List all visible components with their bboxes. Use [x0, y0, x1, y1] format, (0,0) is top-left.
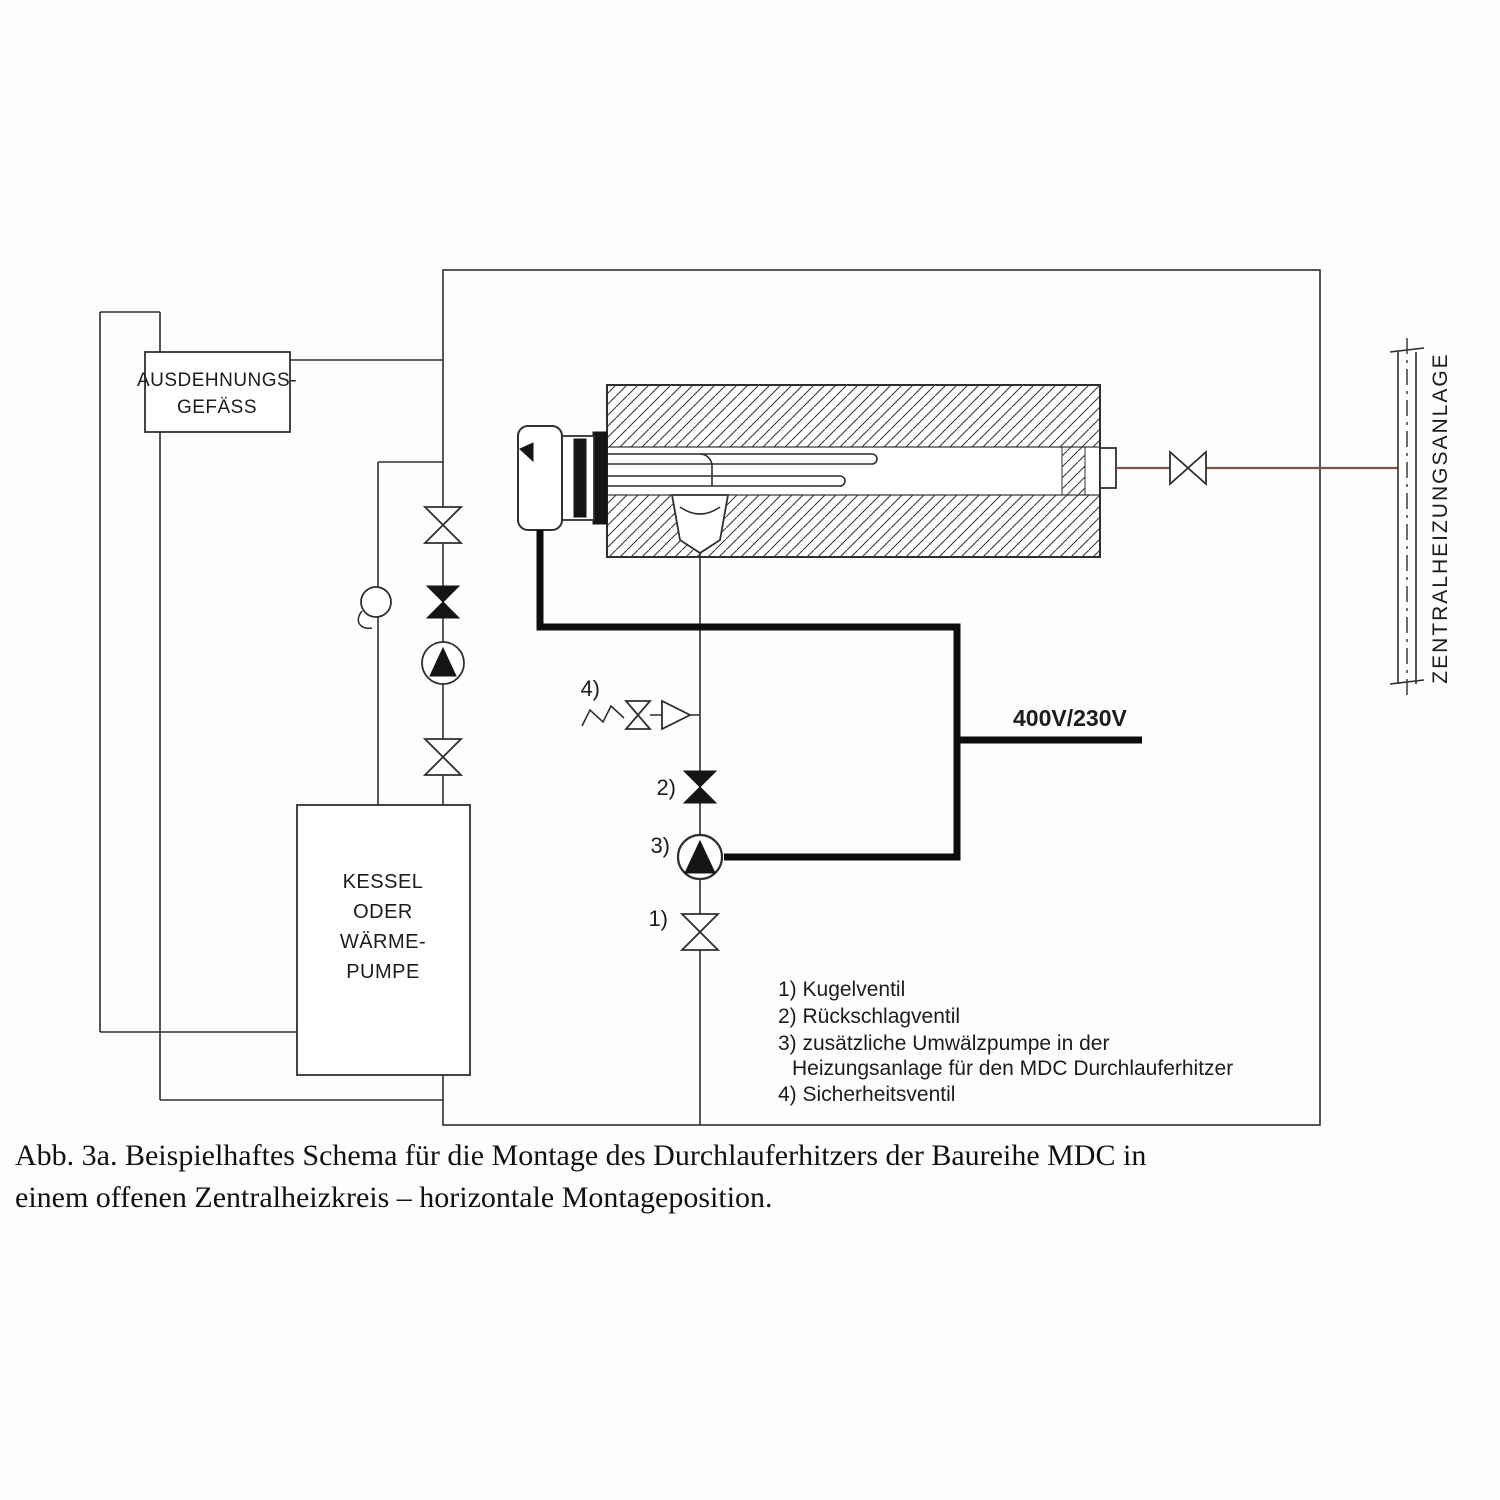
expansion-vessel-box	[144, 351, 291, 433]
gauge-symbol	[357, 586, 392, 630]
boiler-label-3: WÄRME-	[340, 931, 426, 953]
marker-3: 3)	[650, 833, 670, 858]
pump-3: 3)	[650, 833, 724, 881]
heater-hatch-top	[606, 384, 1101, 448]
caption-line-1: Abb. 3a. Beispielhaftes Schema für die M…	[15, 1139, 1146, 1172]
heater-bottom-outlet	[670, 494, 730, 555]
figure-caption: Abb. 3a. Beispielhaftes Schema für die M…	[15, 1139, 1146, 1214]
left-shutoff-valve-upper	[422, 506, 464, 544]
heating-elements	[598, 453, 878, 487]
boiler-label-4: PUMPE	[346, 961, 420, 983]
voltage-label: 400V/230V	[1013, 705, 1127, 731]
boiler-label-2: ODER	[353, 901, 413, 923]
legend-item-1: 1) Kugelventil	[778, 978, 905, 1001]
caption-line-2: einem offenen Zentralheizkreis – horizon…	[15, 1181, 773, 1214]
central-heating-boundary: ZENTRALHEIZUNGSANLAGE	[1389, 338, 1452, 698]
boiler-label-1: KESSEL	[343, 871, 424, 893]
legend-item-3b: Heizungsanlage für den MDC Durchlauferhi…	[792, 1057, 1233, 1080]
left-pump	[421, 641, 465, 685]
marker-4: 4)	[580, 676, 600, 701]
central-heating-label: ZENTRALHEIZUNGSANLAGE	[1429, 352, 1452, 683]
marker-2: 2)	[656, 775, 676, 800]
expansion-vessel-label-2: GEFÄSS	[177, 397, 257, 418]
heater-right-outlet	[1099, 447, 1117, 489]
safety-valve-spring	[581, 704, 625, 727]
legend-item-4: 4) Sicherheitsventil	[778, 1083, 955, 1106]
left-check-valve	[425, 585, 461, 619]
electric-line: 400V/230V	[536, 530, 1142, 861]
marker-1: 1)	[648, 906, 668, 931]
left-component-chain	[357, 506, 465, 776]
left-shutoff-valve-lower	[422, 738, 464, 776]
left-piping	[99, 311, 443, 1101]
safety-valve-4: 4)	[580, 676, 700, 731]
legend: 1) Kugelventil 2) Rückschlagventil 3) zu…	[778, 978, 1233, 1106]
legend-item-3a: 3) zusätzliche Umwälzpumpe in der	[778, 1032, 1109, 1055]
heater	[517, 384, 1117, 558]
system-boundary-box	[442, 269, 1321, 1126]
boiler: KESSEL ODER WÄRME- PUMPE	[296, 804, 471, 1076]
boiler-box	[296, 804, 471, 1076]
heater-connection-head	[517, 425, 608, 531]
legend-item-2: 2) Rückschlagventil	[778, 1005, 960, 1028]
expansion-vessel: AUSDEHNUNGS- GEFÄSS	[137, 351, 297, 433]
ball-valve-1: 1)	[648, 906, 721, 951]
check-valve-2: 2)	[656, 770, 718, 804]
right-shutoff-valve	[1169, 449, 1207, 487]
heater-right-wall	[1061, 446, 1086, 496]
expansion-vessel-label-1: AUSDEHNUNGS-	[137, 370, 297, 391]
